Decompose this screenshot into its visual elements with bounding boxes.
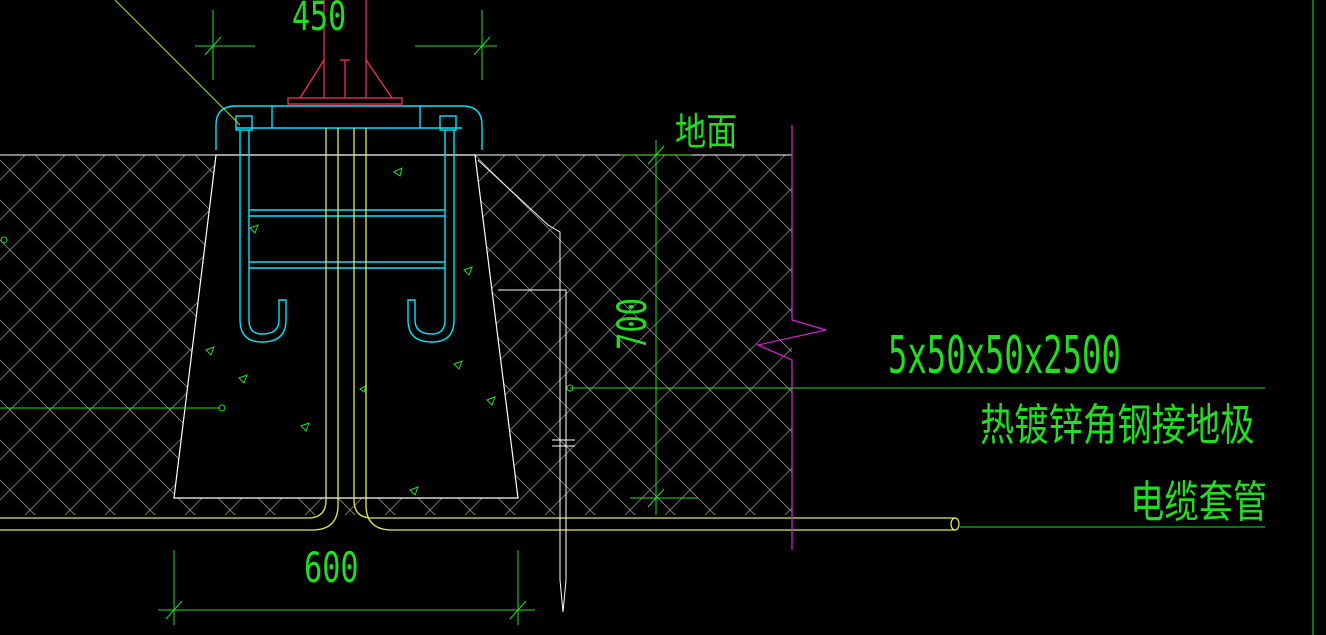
concrete-foundation (173, 154, 519, 499)
pole-base (287, 0, 403, 105)
concrete-aggregate (205, 167, 496, 496)
break-line (755, 125, 827, 550)
ground-label: 地面 (675, 111, 737, 155)
electrode-name-label: 热镀锌角钢接地极 (980, 400, 1254, 451)
electrode-spec-label: 5x50x50x2500 (888, 326, 1121, 386)
anchor-bolts (235, 115, 457, 343)
dim-depth-label: 700 (610, 298, 656, 350)
cable-conduit (0, 128, 960, 531)
diagonal-leader (114, 0, 241, 126)
dim-bottom-label: 600 (304, 543, 359, 592)
foundation-cap (215, 105, 483, 150)
cable-conduit-label: 电缆套管 (1130, 477, 1267, 528)
dim-top-label: 450 (292, 0, 346, 40)
ground-electrode (477, 159, 575, 613)
